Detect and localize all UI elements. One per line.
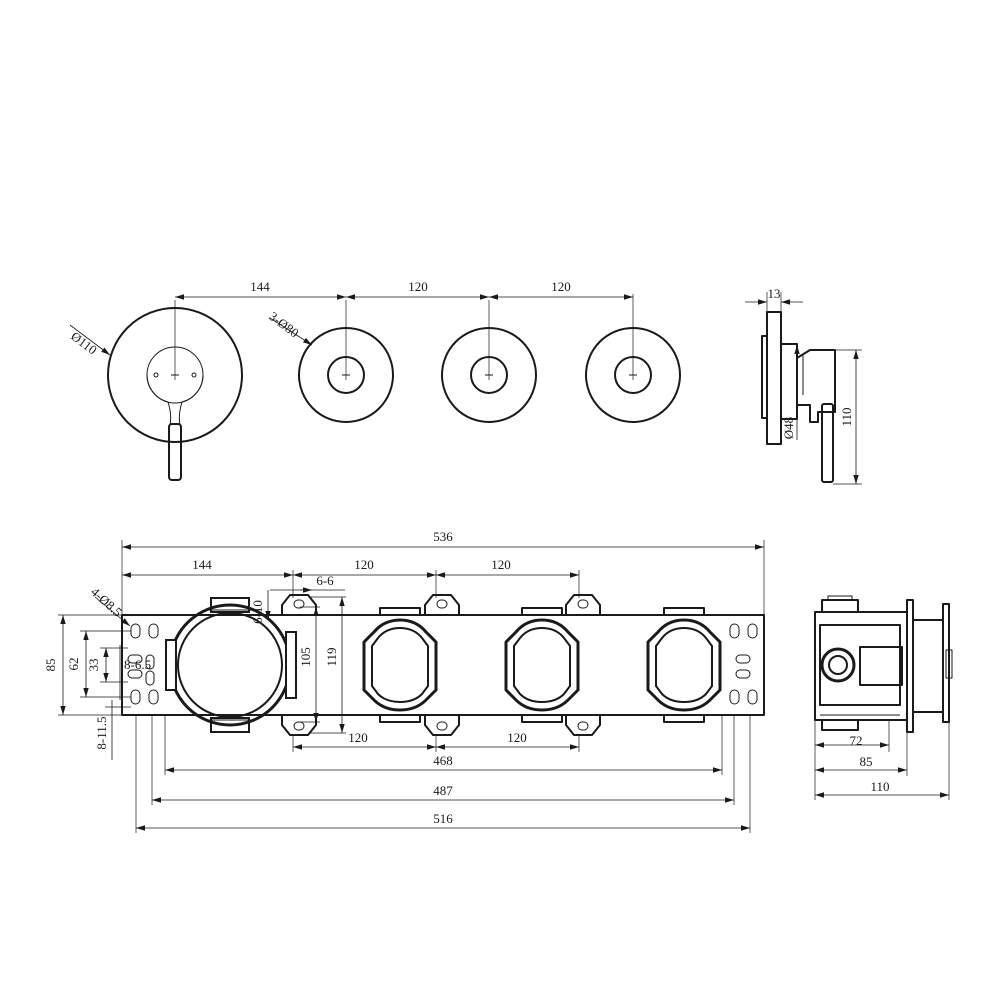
box-depth-110-label: 110: [870, 779, 889, 794]
knob-2: [441, 300, 537, 423]
inner-height-119-label: 119: [324, 647, 339, 666]
body-height-85-label: 85: [43, 659, 58, 672]
valve-housing-2: [504, 607, 580, 723]
box-side-view: 72 85 110: [814, 595, 953, 800]
trim-height-label: 110: [839, 407, 854, 426]
lever-diameter-label: Ø48: [781, 417, 796, 439]
knob-3: [585, 294, 681, 423]
right-mounting-holes: [729, 623, 758, 705]
holes-label: 4-Ø8.5: [88, 584, 125, 620]
width-487-label: 487: [433, 783, 453, 798]
box-depth-72-label: 72: [850, 733, 863, 748]
body-spacing-label-1: 144: [192, 557, 212, 572]
front-view: 144 120 120 Ø110 3-Ø80: [68, 279, 681, 481]
body-height-33-label: 33: [86, 659, 101, 672]
valve-housing-3: [646, 607, 722, 723]
bottom-spacing-label-2: 120: [507, 730, 527, 745]
valve-housing-1: [362, 607, 438, 723]
slot-small-label: 6-10: [250, 600, 265, 624]
body-spacing-label-2: 120: [354, 557, 374, 572]
body-top-dimensions: 536 144 120 120 6-6 6-10: [121, 529, 765, 624]
mounting-body-view: 536 144 120 120 6-6 6-10 4-Ø8.5 85: [43, 529, 765, 833]
front-spacing-dimensions: 144 120 120: [175, 279, 633, 300]
main-valve-body: [165, 597, 297, 733]
front-diameter-labels: Ø110 3-Ø80: [68, 308, 313, 357]
mounting-plate: [121, 614, 765, 716]
rosette-diameter-label: Ø110: [68, 328, 100, 357]
trim-depth-label: 13: [768, 286, 781, 301]
body-overall-width-label: 536: [433, 529, 453, 544]
knob-1: [298, 300, 394, 423]
bottom-spacing-label-1: 120: [348, 730, 368, 745]
slot-label: 6-6: [316, 573, 334, 588]
front-spacing-label-2: 120: [408, 279, 428, 294]
body-inner-dimensions: 105 119: [298, 596, 346, 734]
front-spacing-label-3: 120: [551, 279, 571, 294]
slot-6-5-label: 8-6.5: [124, 657, 151, 672]
body-height-62-label: 62: [66, 658, 81, 671]
lever-rosette: [107, 300, 243, 481]
slot-11-5-label: 8-11.5: [94, 716, 109, 749]
width-516-label: 516: [433, 811, 453, 826]
box-depth-85-label: 85: [860, 754, 873, 769]
body-spacing-label-3: 120: [491, 557, 511, 572]
inner-height-105-label: 105: [298, 647, 313, 667]
left-mounting-holes: [127, 623, 159, 705]
trim-side-view: 13 110 Ø48: [745, 286, 862, 485]
plate-tabs: [281, 594, 601, 736]
knob-diameter-label: 3-Ø80: [266, 308, 302, 340]
body-left-dimensions: 4-Ø8.5 85 62 33 8-6.5 8-11.5: [43, 584, 151, 760]
front-spacing-label-1: 144: [250, 279, 270, 294]
body-bottom-dimensions: 120 120 468 487 516: [135, 715, 751, 833]
width-468-label: 468: [433, 753, 453, 768]
